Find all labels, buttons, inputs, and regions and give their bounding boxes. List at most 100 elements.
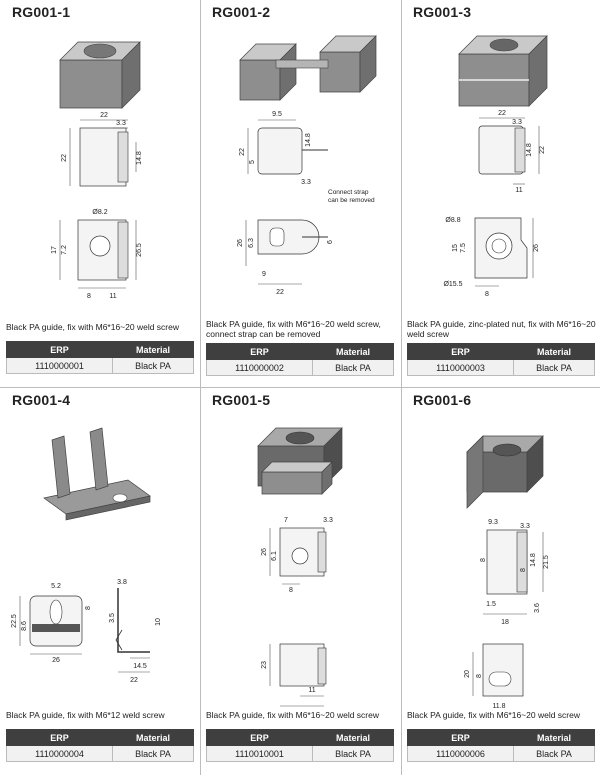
material-value: Black PA — [513, 745, 595, 762]
product-description: Black PA guide, fix with M6*16~20 weld s… — [206, 319, 381, 339]
erp-table: ERP Material 1110000004 Black PA — [6, 729, 194, 762]
dimension-label: 26 — [261, 548, 268, 556]
dimension-label: 22 — [130, 677, 138, 684]
dimension-label: 22 — [498, 110, 506, 117]
dimension-label: 17 — [51, 246, 58, 254]
product-code: RG001-1 — [12, 4, 71, 20]
dimension-label: 21.5 — [543, 555, 550, 569]
dimension-label: 14.8 — [526, 143, 533, 157]
product-code: RG001-2 — [212, 4, 271, 20]
dimension-label: 6.3 — [248, 238, 255, 248]
erp-value: 1110000004 — [6, 745, 113, 762]
dimension-label: Ø8.2 — [92, 209, 107, 216]
material-header: Material — [112, 341, 194, 358]
dimension-label: 7.2 — [61, 245, 68, 255]
dimension-label: 8.6 — [21, 621, 28, 631]
dimension-label: 11 — [109, 293, 116, 300]
dimension-label: 26 — [52, 657, 60, 664]
material-header: Material — [312, 343, 394, 360]
dimension-label: 5 — [249, 160, 256, 164]
product-code: RG001-3 — [413, 4, 472, 20]
annotation: can be removed — [328, 197, 375, 204]
dimension-label: 14.5 — [133, 663, 147, 670]
dimension-label: 8 — [485, 291, 489, 298]
dimension-label: 8 — [480, 558, 487, 562]
dimension-label: 15 — [452, 244, 459, 252]
erp-table: ERP Material 1110000001 Black PA — [6, 341, 194, 374]
erp-header: ERP — [407, 729, 514, 746]
dimension-label: 9.5 — [272, 111, 282, 118]
dimension-label: 3.3 — [520, 523, 530, 530]
erp-header: ERP — [6, 729, 113, 746]
material-header: Material — [513, 729, 595, 746]
dimension-label: 3.3 — [323, 517, 333, 524]
dimension-label: 26 — [237, 239, 244, 247]
dimension-label: 8 — [87, 293, 91, 300]
part-render — [43, 427, 151, 521]
dimension-label: 3.3 — [116, 120, 126, 127]
product-description: Black PA guide, fix with M6*12 weld scre… — [6, 710, 165, 720]
dimension-label: 3.8 — [117, 579, 127, 586]
erp-header: ERP — [206, 343, 313, 360]
product-code: RG001-4 — [12, 392, 71, 408]
material-value: Black PA — [312, 745, 394, 762]
dimension-label: 3.5 — [109, 613, 116, 623]
dimension-label: 22 — [239, 148, 246, 156]
material-header: Material — [312, 729, 394, 746]
dimension-label: 1.5 — [486, 601, 496, 608]
erp-value: 1110000003 — [407, 359, 514, 376]
row-divider — [0, 387, 600, 388]
dimension-label: 11 — [515, 187, 522, 194]
dimension-label: 7.5 — [460, 243, 467, 253]
product-description: Black PA guide, fix with M6*16~20 weld s… — [206, 710, 379, 720]
annotation: Connect strap — [328, 189, 369, 196]
part-render — [319, 35, 377, 93]
dimension-label: Ø15.5 — [443, 281, 462, 288]
dimension-label: 14.8 — [530, 553, 537, 567]
dimension-label: 26 — [533, 244, 540, 252]
dimension-label: 9.3 — [488, 519, 498, 526]
dimension-label: 3.6 — [534, 603, 541, 613]
dimension-label: 7 — [284, 517, 288, 524]
dimension-label: 3.3 — [301, 179, 311, 186]
material-header: Material — [513, 343, 595, 360]
dimension-label: 14.8 — [305, 133, 312, 147]
dimension-label: 20 — [464, 670, 471, 678]
material-header: Material — [112, 729, 194, 746]
erp-table: ERP Material 1110000003 Black PA — [407, 343, 595, 376]
dimension-label: 22 — [100, 112, 108, 119]
erp-header: ERP — [6, 341, 113, 358]
product-description: Black PA guide, fix with M6*16~20 weld s… — [407, 710, 580, 720]
product-code: RG001-6 — [413, 392, 472, 408]
dimension-label: 22.5 — [11, 614, 18, 628]
material-value: Black PA — [312, 359, 394, 376]
material-value: Black PA — [513, 359, 595, 376]
dimension-label: 26.5 — [136, 243, 143, 257]
material-value: Black PA — [112, 357, 194, 374]
dimension-label: 8 — [85, 606, 92, 610]
erp-value: 1110000001 — [6, 357, 113, 374]
dimension-label: 6.1 — [271, 551, 278, 561]
dimension-label: 22 — [539, 146, 546, 154]
dimension-label: 11.8 — [492, 703, 505, 710]
dimension-label: 9 — [262, 271, 266, 278]
dimension-label: 5.2 — [51, 583, 61, 590]
erp-table: ERP Material 1110000002 Black PA — [206, 343, 394, 376]
erp-header: ERP — [407, 343, 514, 360]
part-render — [239, 43, 297, 101]
erp-value: 1110000006 — [407, 745, 514, 762]
dimension-label: 14.8 — [136, 151, 143, 165]
erp-header: ERP — [206, 729, 313, 746]
dimension-label: 11 — [308, 687, 315, 694]
